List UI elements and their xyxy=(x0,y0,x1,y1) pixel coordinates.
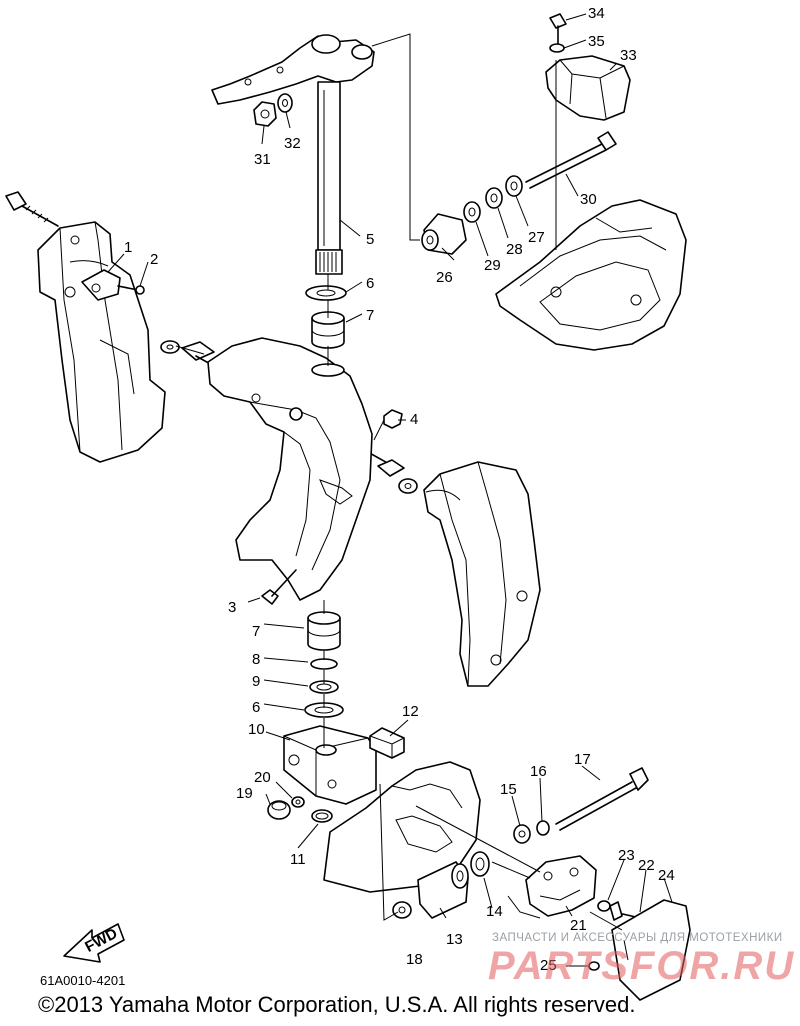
callout-7-upper: 7 xyxy=(366,307,374,324)
engine-base xyxy=(495,199,687,351)
callout-13: 13 xyxy=(446,931,463,948)
screw-3 xyxy=(261,569,297,605)
o-ring-8 xyxy=(310,658,338,670)
clamp-bracket-left xyxy=(37,221,166,463)
callout-17: 17 xyxy=(574,751,591,768)
diagram-code: 61A0010-4201 xyxy=(40,973,126,988)
callout-18: 18 xyxy=(406,951,423,968)
mount-rubber-13 xyxy=(417,861,469,919)
callout-20: 20 xyxy=(254,769,271,786)
grease-nipple-bolt xyxy=(5,191,59,227)
bolt-4 xyxy=(383,409,403,429)
callout-32: 32 xyxy=(284,135,301,152)
alignment-lines xyxy=(175,33,623,931)
bolt-17 xyxy=(555,767,649,831)
callout-27: 27 xyxy=(528,229,545,246)
callout-22: 22 xyxy=(638,857,655,874)
washer-27 xyxy=(505,175,523,197)
callout-14: 14 xyxy=(486,903,503,920)
callout-leaders xyxy=(107,13,673,967)
fwd-direction-arrow: FWD xyxy=(63,923,125,963)
cover-24 xyxy=(611,899,691,1001)
washer-20 xyxy=(291,796,305,808)
callout-35: 35 xyxy=(588,33,605,50)
screw-25 xyxy=(588,961,600,971)
washer-15 xyxy=(513,824,531,844)
callout-16: 16 xyxy=(530,763,547,780)
callout-23: 23 xyxy=(618,847,635,864)
circlip-11 xyxy=(311,809,333,823)
swivel-bracket xyxy=(207,337,373,601)
watermark-tagline: ЗАПЧАСТИ И АКСЕССУАРЫ ДЛЯ МОТОТЕХНИКИ xyxy=(492,932,783,944)
mount-bracket-21 xyxy=(525,855,597,917)
lower-mount-housing-10 xyxy=(283,725,377,805)
washer-14 xyxy=(470,851,490,877)
block-12 xyxy=(369,727,405,759)
watermark-logo: PARTSFOR.RU xyxy=(488,944,796,988)
callout-6-upper: 6 xyxy=(366,275,374,292)
cap-19 xyxy=(267,800,291,820)
callout-3: 3 xyxy=(228,599,236,616)
nut-31-washer-32 xyxy=(253,93,293,127)
callout-15: 15 xyxy=(500,781,517,798)
callout-7-lower: 7 xyxy=(252,623,260,640)
steering-shaft xyxy=(315,81,343,275)
callout-2: 2 xyxy=(150,251,158,268)
callout-5: 5 xyxy=(366,231,374,248)
steering-arm xyxy=(211,34,375,105)
bolt-34 xyxy=(549,13,567,45)
bolt-30 xyxy=(525,131,617,189)
mount-cover-33 xyxy=(545,55,631,121)
washer-18 xyxy=(392,901,412,919)
callout-10: 10 xyxy=(248,721,265,738)
callout-11: 11 xyxy=(290,851,306,868)
callout-4: 4 xyxy=(410,411,418,428)
callout-34: 34 xyxy=(588,5,605,22)
callout-8: 8 xyxy=(252,651,260,668)
callout-labels: 1 2 3 4 5 6 6 7 7 8 9 10 11 12 13 14 15 … xyxy=(124,5,675,974)
callout-31: 31 xyxy=(254,151,271,168)
callout-33: 33 xyxy=(620,47,637,64)
callout-9: 9 xyxy=(252,673,260,690)
bushing-7-lower xyxy=(307,611,341,651)
washer-29 xyxy=(463,201,481,223)
callout-24: 24 xyxy=(658,867,675,884)
clamp-bracket-right xyxy=(423,461,541,687)
tilt-pin-right xyxy=(377,459,418,494)
callout-21: 21 xyxy=(570,917,587,934)
copyright-notice: ©2013 Yamaha Motor Corporation, U.S.A. A… xyxy=(38,992,636,1017)
callout-30: 30 xyxy=(580,191,597,208)
nut-16 xyxy=(536,820,550,836)
callout-1: 1 xyxy=(124,239,132,256)
washer-6-upper xyxy=(305,285,347,301)
washer-35 xyxy=(549,43,565,53)
callout-19: 19 xyxy=(236,785,253,802)
mount-rubber-26 xyxy=(421,213,467,255)
washer-23 xyxy=(597,900,611,912)
callout-28: 28 xyxy=(506,241,523,258)
washer-28 xyxy=(485,187,503,209)
callout-6-lower: 6 xyxy=(252,699,260,716)
callout-29: 29 xyxy=(484,257,501,274)
callout-12: 12 xyxy=(402,703,419,720)
callout-26: 26 xyxy=(436,269,453,286)
callout-25: 25 xyxy=(540,957,557,974)
